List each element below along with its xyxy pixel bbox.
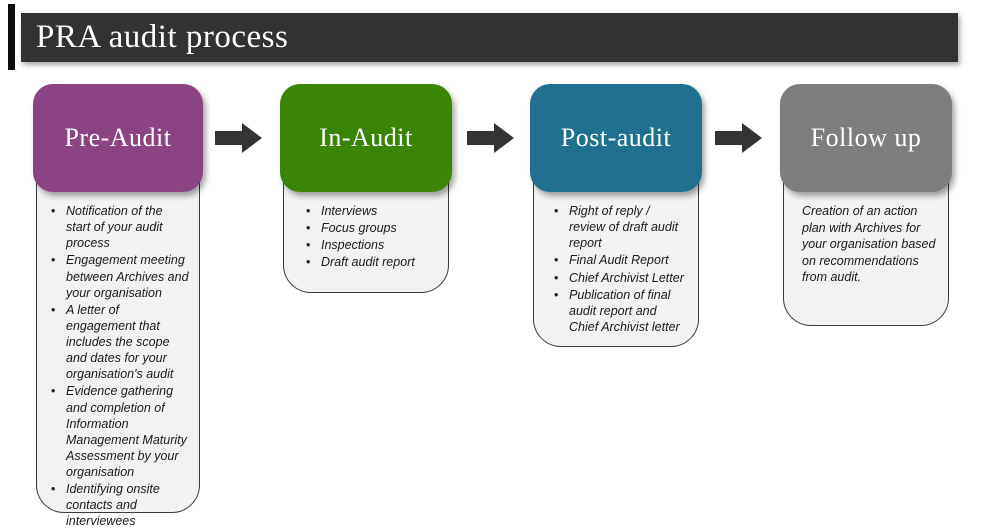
list-item: Engagement meeting between Archives and … — [49, 252, 189, 300]
right-block-arrow-icon — [467, 122, 515, 154]
right-block-arrow-icon — [715, 122, 763, 154]
list-item: Draft audit report — [304, 254, 438, 270]
list-item: Publication of final audit report and Ch… — [552, 287, 688, 335]
stage-header-pre-audit: Pre-Audit — [33, 84, 203, 192]
list-item: Identifying onsite contacts and intervie… — [49, 481, 189, 529]
page-title: PRA audit process — [36, 19, 289, 55]
stage-item-list: Right of reply / review of draft audit r… — [550, 203, 688, 335]
list-item: Notification of the start of your audit … — [49, 203, 189, 251]
stage-header-follow-up: Follow up — [780, 84, 952, 192]
list-item: Right of reply / review of draft audit r… — [552, 203, 688, 251]
stage-label: Pre-Audit — [64, 123, 172, 152]
stage-item-list: InterviewsFocus groupsInspectionsDraft a… — [302, 203, 438, 271]
stage-label: Post-audit — [560, 123, 672, 152]
list-item: Final Audit Report — [552, 252, 688, 268]
stage-item-list: Notification of the start of your audit … — [47, 203, 189, 530]
stage-label: Follow up — [810, 123, 922, 152]
stage-list-pre-audit: Notification of the start of your audit … — [36, 140, 200, 528]
list-item: Interviews — [304, 203, 438, 219]
stage-label: In-Audit — [319, 123, 413, 152]
list-item: Evidence gathering and completion of Inf… — [49, 383, 189, 480]
title-bar: PRA audit process — [21, 13, 958, 62]
list-item: A letter of engagement that includes the… — [49, 302, 189, 383]
list-item: Inspections — [304, 237, 438, 253]
list-item: Focus groups — [304, 220, 438, 236]
right-block-arrow-icon — [215, 122, 263, 154]
stage-header-in-audit: In-Audit — [280, 84, 452, 192]
stage-paragraph: Creation of an action plan with Archives… — [802, 204, 936, 284]
stage-header-post-audit: Post-audit — [530, 84, 702, 192]
list-item: Chief Archivist Letter — [552, 270, 688, 286]
title-accent-strip — [8, 4, 15, 70]
